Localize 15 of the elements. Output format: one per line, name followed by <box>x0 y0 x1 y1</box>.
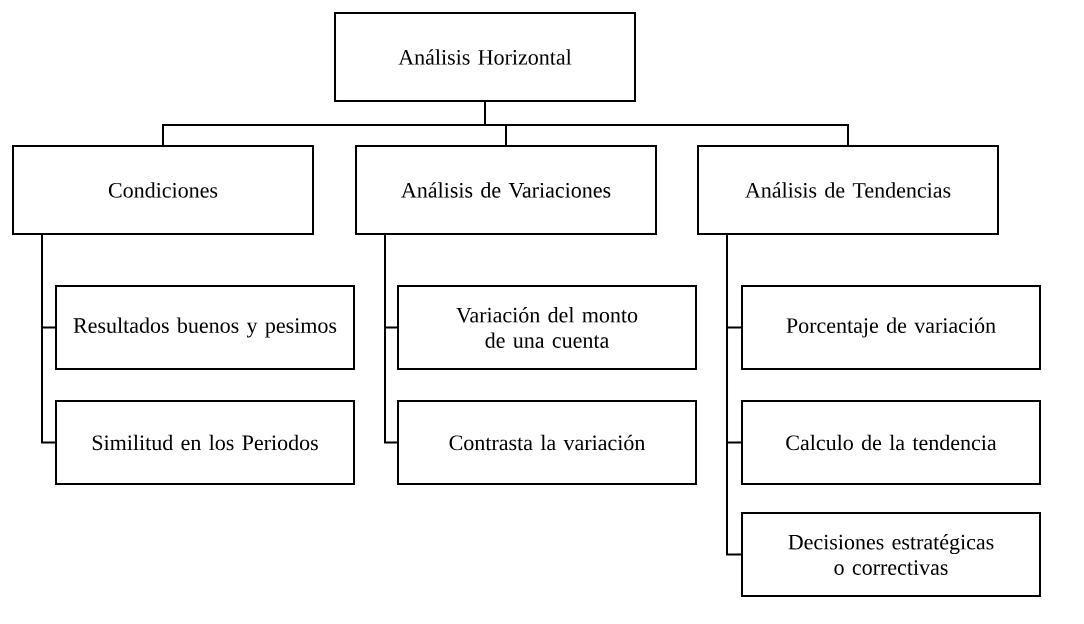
connector <box>484 101 849 146</box>
connector <box>384 234 398 444</box>
box: Análisis de Tendencias <box>697 145 999 235</box>
box: Decisiones estratégicas o correctivas <box>741 512 1041 597</box>
box: Similitud en los Periodos <box>55 400 355 485</box>
box: Variación del monto de una cuenta <box>397 285 697 370</box>
connector <box>726 234 742 556</box>
box: Análisis Horizontal <box>334 12 636 102</box>
box: Resultados buenos y pesimos <box>55 285 355 370</box>
connector <box>41 234 56 444</box>
box: Condiciones <box>12 145 314 235</box>
box: Calculo de la tendencia <box>741 400 1041 485</box>
box: Porcentaje de variación <box>741 285 1041 370</box>
box: Análisis de Variaciones <box>355 145 657 235</box>
box: Contrasta la variación <box>397 400 697 485</box>
